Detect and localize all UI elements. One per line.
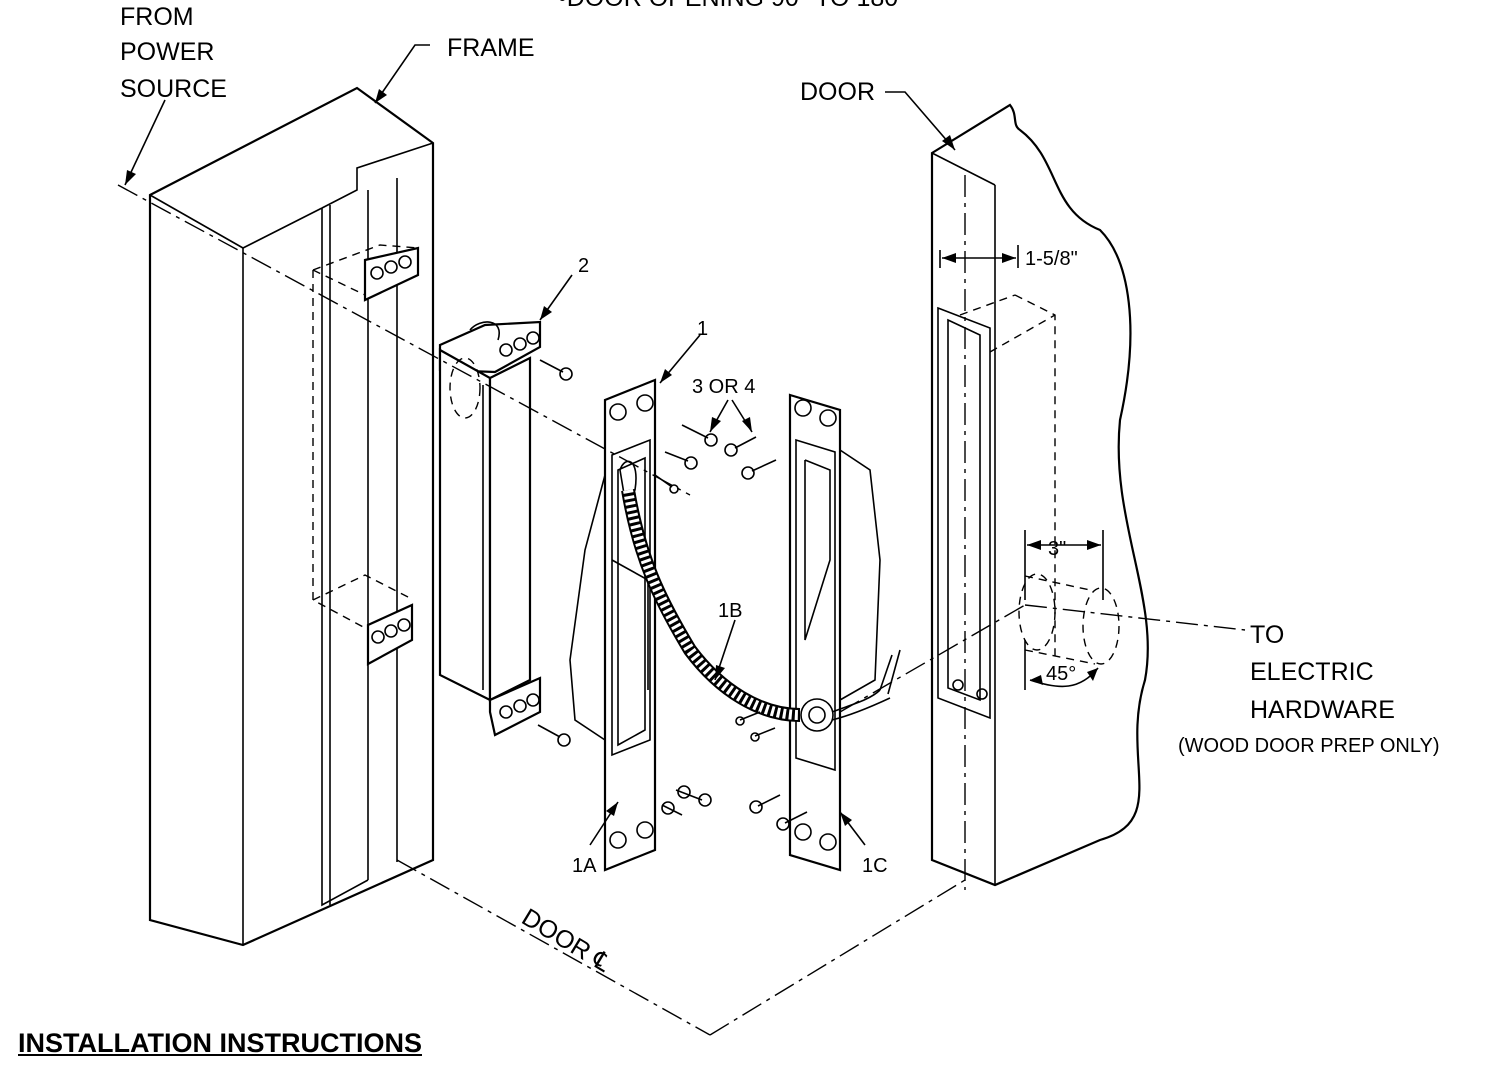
label-dim-1-5-8: 1-5/8" <box>1025 248 1078 270</box>
label-to: TO <box>1250 621 1284 649</box>
transfer-housing-1a <box>569 378 657 872</box>
dimension-3-inch <box>1024 530 1104 600</box>
label-item-1a: 1A <box>572 855 597 877</box>
label-door: DOOR <box>800 78 875 106</box>
label-frame: FRAME <box>447 34 535 62</box>
door-plate-1c <box>788 393 881 872</box>
bracket-screws <box>537 359 573 747</box>
section-title: INSTALLATION INSTRUCTIONS <box>18 1028 422 1058</box>
label-power: POWER <box>120 38 214 66</box>
door <box>930 103 1149 887</box>
label-item-1: 1 <box>697 318 708 340</box>
header-note: •DOOR OPENING 90° TO 180° <box>558 0 908 12</box>
label-door-centerline: DOOR ℄ <box>517 903 615 977</box>
label-angle-45: 45° <box>1046 663 1076 685</box>
screws-3-or-4 <box>654 424 808 831</box>
label-electric: ELECTRIC <box>1250 658 1374 686</box>
label-wood-door-prep: (WOOD DOOR PREP ONLY) <box>1178 735 1440 757</box>
label-source: SOURCE <box>120 75 227 103</box>
armored-cable-1b <box>621 488 901 722</box>
label-item-1c: 1C <box>862 855 888 877</box>
label-from: FROM <box>120 3 194 31</box>
frame <box>148 86 435 947</box>
mounting-bracket <box>438 320 542 737</box>
label-item-3-or-4: 3 OR 4 <box>692 376 755 398</box>
label-dim-3: 3" <box>1048 538 1066 560</box>
dimension-1-5-8 <box>939 245 1019 268</box>
label-item-2: 2 <box>578 255 589 277</box>
center-lines <box>117 175 1246 1036</box>
dimension-45-degree <box>1024 640 1099 690</box>
leader-lines <box>124 44 956 846</box>
label-hardware: HARDWARE <box>1250 696 1395 724</box>
label-item-1b: 1B <box>718 600 742 622</box>
